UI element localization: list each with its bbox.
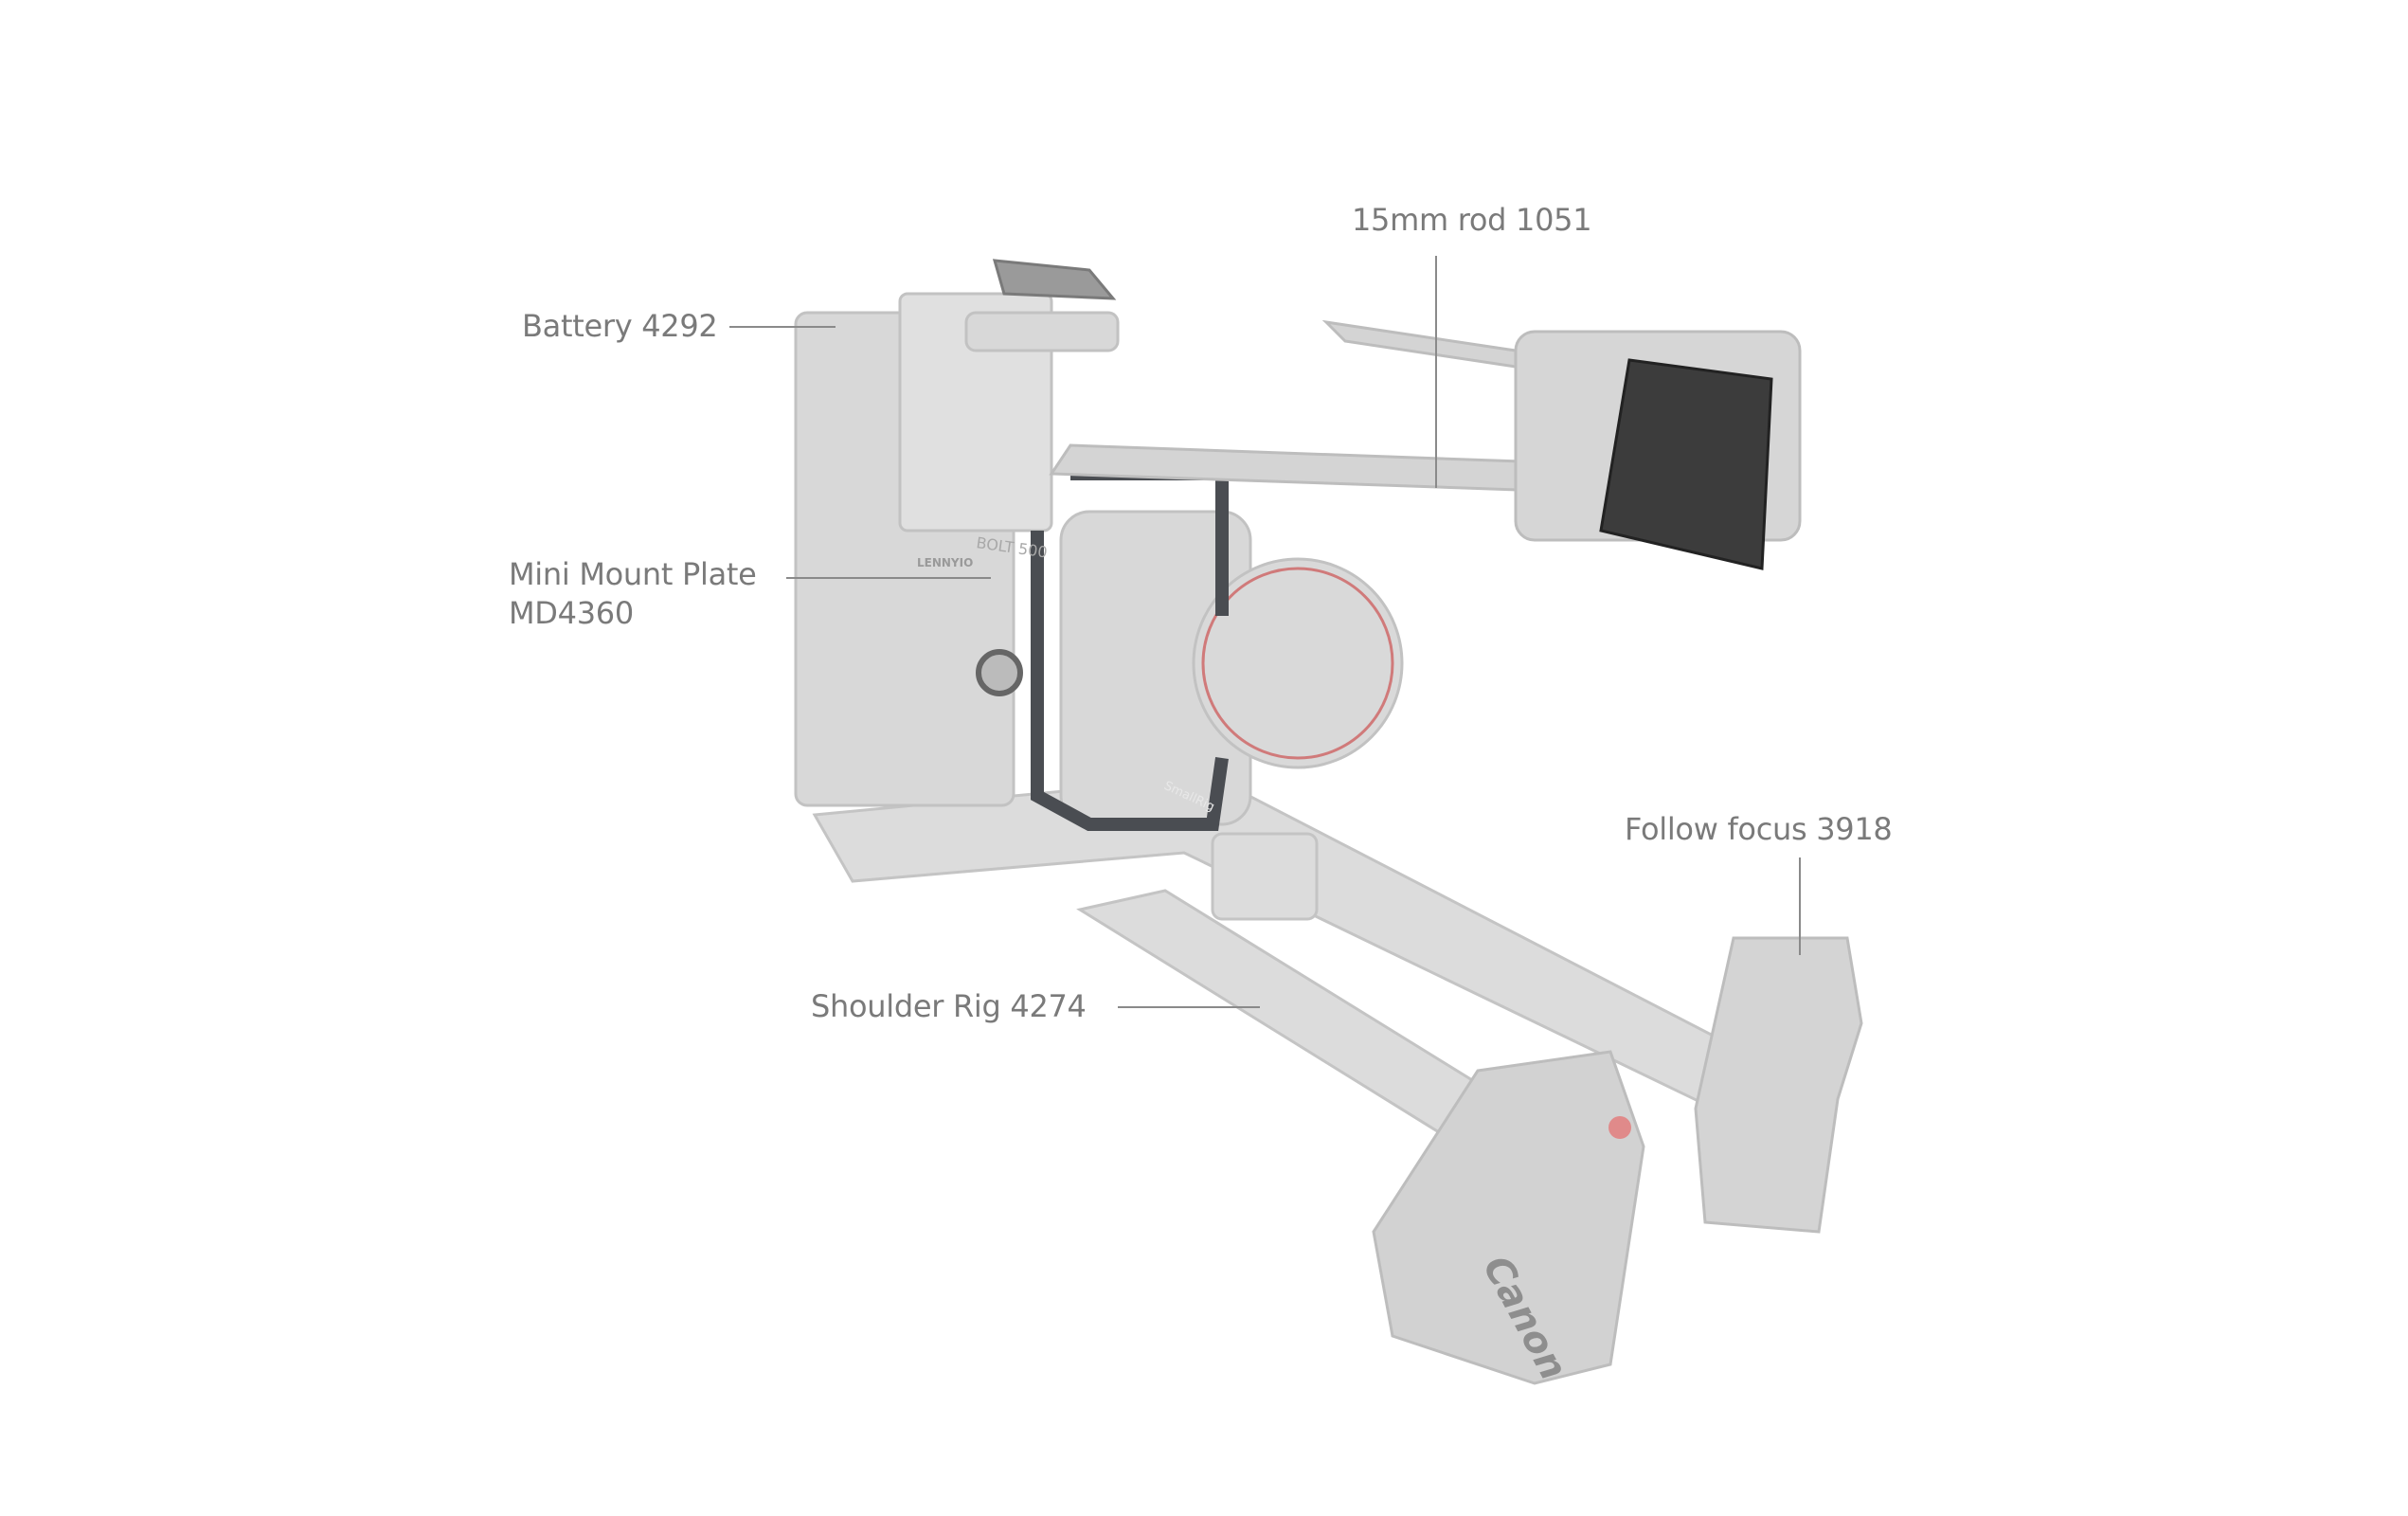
rear-handle <box>1372 1050 1645 1385</box>
callout-line-battery <box>729 326 836 328</box>
callout-label-battery: Battery 4292 <box>522 308 718 344</box>
callout-label-mini-mount-plate: Mini Mount Plate <box>509 556 757 592</box>
callout-line-follow-focus <box>1799 857 1801 955</box>
camera-body <box>794 292 1404 826</box>
follow-focus-handle <box>1694 936 1863 1234</box>
callout-label-mini-mount-plate-code: MD4360 <box>509 595 634 631</box>
callout-label-shoulder-rig: Shoulder Rig 4274 <box>811 988 1087 1024</box>
callout-line-shoulder-rig <box>1118 1006 1260 1008</box>
monitor-marking-lennyio: LENNYIO <box>917 556 973 569</box>
monitor-hood <box>1514 330 1802 570</box>
callout-label-15mm-rod: 15mm rod 1051 <box>1352 202 1592 238</box>
callout-label-follow-focus: Follow focus 3918 <box>1625 811 1893 847</box>
callout-line-mini-mount-plate <box>786 577 991 579</box>
top-handle <box>992 259 1117 300</box>
callout-line-15mm-rod <box>1435 256 1437 488</box>
